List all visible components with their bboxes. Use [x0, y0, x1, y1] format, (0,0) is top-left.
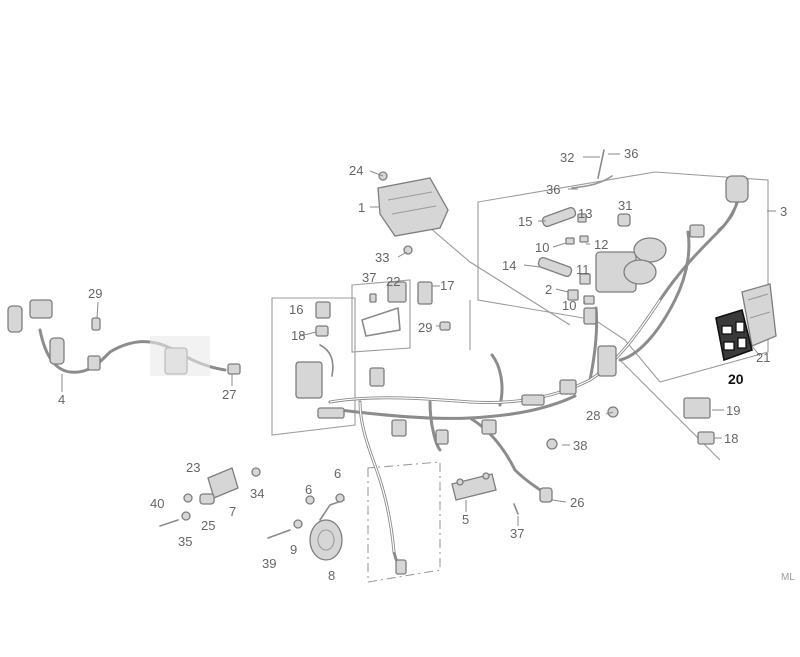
callout-labels: 24 1 33 32 36 36 3 15 13 31 10 12 14 11 … — [58, 146, 795, 583]
bracket-5 — [451, 406, 619, 515]
callout-15: 15 — [518, 214, 532, 229]
corner-code: ML — [781, 572, 795, 583]
relay-19 — [683, 397, 715, 445]
callout-6b: 6 — [334, 466, 341, 481]
callout-37a: 37 — [362, 270, 376, 285]
callout-6a: 6 — [305, 482, 312, 497]
callout-36a: 36 — [624, 146, 638, 161]
horn-8 — [267, 493, 345, 561]
bracket-7 — [159, 467, 261, 527]
callout-9: 9 — [290, 542, 297, 557]
highlighted-part-20 — [715, 308, 753, 362]
callout-14: 14 — [502, 258, 516, 273]
callout-2: 2 — [545, 282, 552, 297]
cdi-unit-1 — [377, 171, 449, 255]
callout-25: 25 — [201, 518, 215, 533]
callout-22: 22 — [386, 274, 400, 289]
callout-35: 35 — [178, 534, 192, 549]
callout-31: 31 — [618, 198, 632, 213]
callout-26: 26 — [570, 495, 584, 510]
fuse-parts — [537, 175, 749, 305]
frame-lower — [367, 461, 441, 583]
callout-29a: 29 — [88, 286, 102, 301]
leader-lines — [61, 153, 776, 526]
callout-27: 27 — [222, 387, 236, 402]
left-harness-4 — [7, 299, 241, 376]
callout-36b: 36 — [546, 182, 560, 197]
callout-33: 33 — [375, 250, 389, 265]
callout-20: 20 — [728, 371, 744, 387]
callout-38: 38 — [573, 438, 587, 453]
callout-12: 12 — [594, 237, 608, 252]
callout-1: 1 — [358, 200, 365, 215]
callout-5: 5 — [462, 512, 469, 527]
callout-16: 16 — [289, 302, 303, 317]
callout-13: 13 — [578, 206, 592, 221]
rod-36 — [571, 149, 613, 189]
callout-3: 3 — [780, 204, 787, 219]
callout-7: 7 — [229, 504, 236, 519]
callout-19: 19 — [726, 403, 740, 418]
frame-16 — [271, 297, 356, 436]
callout-4: 4 — [58, 392, 65, 407]
callout-11: 11 — [576, 262, 590, 277]
relay-group-16 — [295, 301, 345, 419]
callout-10b: 10 — [562, 298, 576, 313]
callout-24: 24 — [349, 163, 363, 178]
callout-23: 23 — [186, 460, 200, 475]
callout-39: 39 — [262, 556, 276, 571]
callout-28: 28 — [586, 408, 600, 423]
callout-34: 34 — [250, 486, 264, 501]
relay-22 — [361, 281, 451, 337]
callout-8: 8 — [328, 568, 335, 583]
callout-37b: 37 — [510, 526, 524, 541]
callout-21: 21 — [756, 350, 770, 365]
callout-40: 40 — [150, 496, 164, 511]
callout-32: 32 — [560, 150, 574, 165]
cover-21 — [741, 283, 777, 347]
callout-10a: 10 — [535, 240, 549, 255]
callout-17: 17 — [440, 278, 454, 293]
callout-18a: 18 — [291, 328, 305, 343]
callout-29b: 29 — [418, 320, 432, 335]
frame-3 — [477, 171, 769, 383]
callout-18b: 18 — [724, 431, 738, 446]
main-wire-harness — [328, 198, 740, 575]
